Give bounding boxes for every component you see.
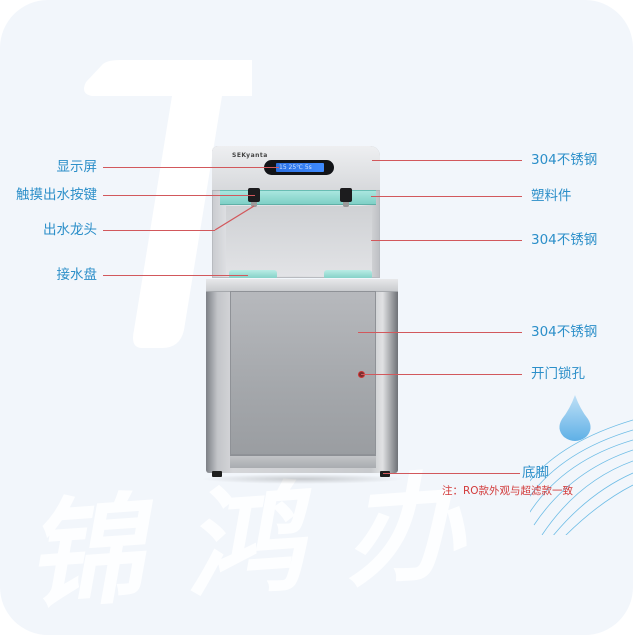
leader-line-touch-button — [103, 195, 255, 197]
callout-label-steel-top: 304不锈钢 — [531, 152, 598, 168]
leader-line-faucet — [103, 230, 215, 232]
callout-label-display: 显示屏 — [56, 159, 98, 175]
brand-logo: SEKyanta — [232, 152, 268, 159]
leader-line-steel-top — [372, 160, 522, 162]
leader-line-plastic — [371, 196, 522, 198]
drip-tray-left — [229, 270, 277, 278]
callout-label-drip-tray: 接水盘 — [56, 267, 98, 283]
callout-label-touch-button: 触摸出水按键 — [16, 187, 97, 203]
callout-label-plastic: 塑料件 — [531, 188, 572, 204]
cabinet-door — [230, 291, 376, 455]
leader-line-faucet-diagonal — [214, 205, 255, 231]
callout-label-faucet: 出水龙头 — [43, 222, 97, 238]
leader-line-lock — [361, 374, 522, 376]
touch-button-right — [340, 188, 352, 202]
leader-line-foot — [383, 473, 520, 475]
leader-line-steel-middle — [371, 240, 522, 242]
callout-label-steel-middle: 304不锈钢 — [531, 232, 598, 248]
callout-label-steel-cabinet: 304不锈钢 — [531, 324, 598, 340]
faucet-left-icon — [251, 202, 257, 207]
callout-label-lock: 开门锁孔 — [531, 366, 585, 382]
leader-line-steel-cabinet — [358, 332, 522, 334]
leader-line-drip-tray — [103, 275, 248, 277]
foot-left — [212, 471, 222, 477]
plastic-control-bar — [220, 190, 376, 205]
water-drop-icon — [530, 395, 633, 535]
floor-shadow — [200, 474, 405, 484]
footnote: 注：RO款外观与超滤款一致 — [442, 485, 574, 497]
faucet-right-icon — [343, 202, 349, 207]
watermark-logo-icon — [84, 60, 252, 348]
dispensing-niche — [226, 206, 372, 276]
callout-label-foot: 底脚 — [522, 465, 549, 481]
display-screen: 15 25℃ 5s — [276, 163, 324, 172]
cabinet-kickplate — [230, 455, 376, 468]
leader-line-display — [103, 167, 279, 169]
drip-tray-right — [324, 270, 372, 278]
